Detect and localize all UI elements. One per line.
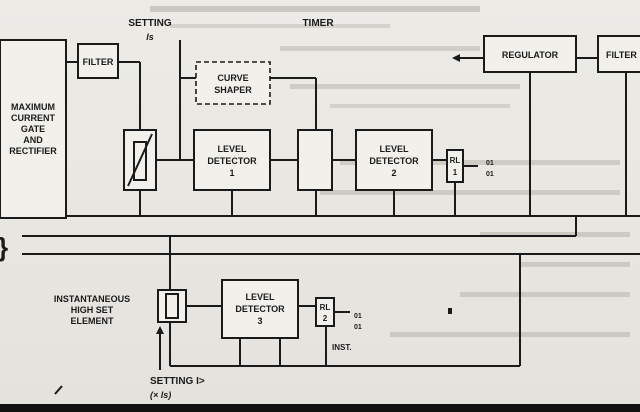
- inst-tag: INST.: [332, 343, 352, 352]
- setting-top-label: SETTING: [128, 18, 172, 29]
- filter-right-block: FILTER: [597, 35, 640, 73]
- brace-symbol: }: [0, 232, 8, 262]
- level-detector-2: LEVEL DETECTOR 2: [355, 129, 433, 191]
- curve-shaper-block: CURVE SHAPER: [195, 61, 271, 105]
- stray-mark: [448, 308, 452, 314]
- setting-top-unit: Is: [146, 32, 154, 42]
- setting-potentiometer-bottom: [157, 289, 187, 323]
- inst-line-1: INSTANTANEOUS: [54, 294, 130, 304]
- max-line-2: CURRENT: [11, 113, 56, 123]
- rl2-line-1: RL: [320, 303, 331, 312]
- ld2-line-3: 2: [391, 168, 396, 178]
- setting-bottom-label: SETTING I>: [150, 376, 205, 387]
- setting-potentiometer-top: [123, 129, 157, 191]
- rl1-line-1: RL: [450, 156, 461, 165]
- ld2-line-2: DETECTOR: [369, 156, 419, 166]
- inst-line-2: HIGH SET: [71, 305, 114, 315]
- regulator-block: REGULATOR: [483, 35, 577, 73]
- max-line-1: MAXIMUM: [11, 102, 55, 112]
- max-line-4: AND: [23, 135, 43, 145]
- relay-rl2: RL 2: [315, 297, 335, 327]
- level-detector-1: LEVEL DETECTOR 1: [193, 129, 271, 191]
- max-current-gate-block: MAXIMUM CURRENT GATE AND RECTIFIER: [0, 39, 67, 219]
- rl1-line-2: 1: [453, 168, 458, 177]
- ld1-line-1: LEVEL: [217, 144, 247, 154]
- curve-shaper-line-1: CURVE: [217, 73, 248, 83]
- contact-rl1-b: 01: [486, 171, 494, 178]
- filter-left-label: FILTER: [83, 57, 114, 67]
- setting-bottom-unit: (× Is): [150, 390, 171, 400]
- ld3-line-3: 3: [257, 316, 262, 326]
- relay-rl1: RL 1: [446, 149, 464, 183]
- timer-block: [297, 129, 333, 191]
- ld1-line-3: 1: [229, 168, 234, 178]
- rl2-line-2: 2: [323, 314, 328, 323]
- regulator-label: REGULATOR: [502, 50, 559, 60]
- ld2-line-1: LEVEL: [379, 144, 409, 154]
- ld3-line-1: LEVEL: [245, 292, 275, 302]
- timer-label: TIMER: [302, 18, 334, 29]
- inst-line-3: ELEMENT: [70, 316, 114, 326]
- ld1-line-2: DETECTOR: [207, 156, 257, 166]
- max-line-5: RECTIFIER: [9, 146, 57, 156]
- filter-left-block: FILTER: [77, 43, 119, 79]
- contact-rl2-a: 01: [354, 313, 362, 320]
- bleed-through-text: [150, 6, 630, 337]
- wiring: [0, 39, 640, 395]
- max-line-3: GATE: [21, 124, 45, 134]
- ld3-line-2: DETECTOR: [235, 304, 285, 314]
- contact-rl2-b: 01: [354, 324, 362, 331]
- bottom-edge-band: [0, 404, 640, 412]
- contact-rl1-a: 01: [486, 160, 494, 167]
- level-detector-3: LEVEL DETECTOR 3: [221, 279, 299, 339]
- filter-right-label: FILTER: [606, 50, 637, 60]
- curve-shaper-line-2: SHAPER: [214, 85, 252, 95]
